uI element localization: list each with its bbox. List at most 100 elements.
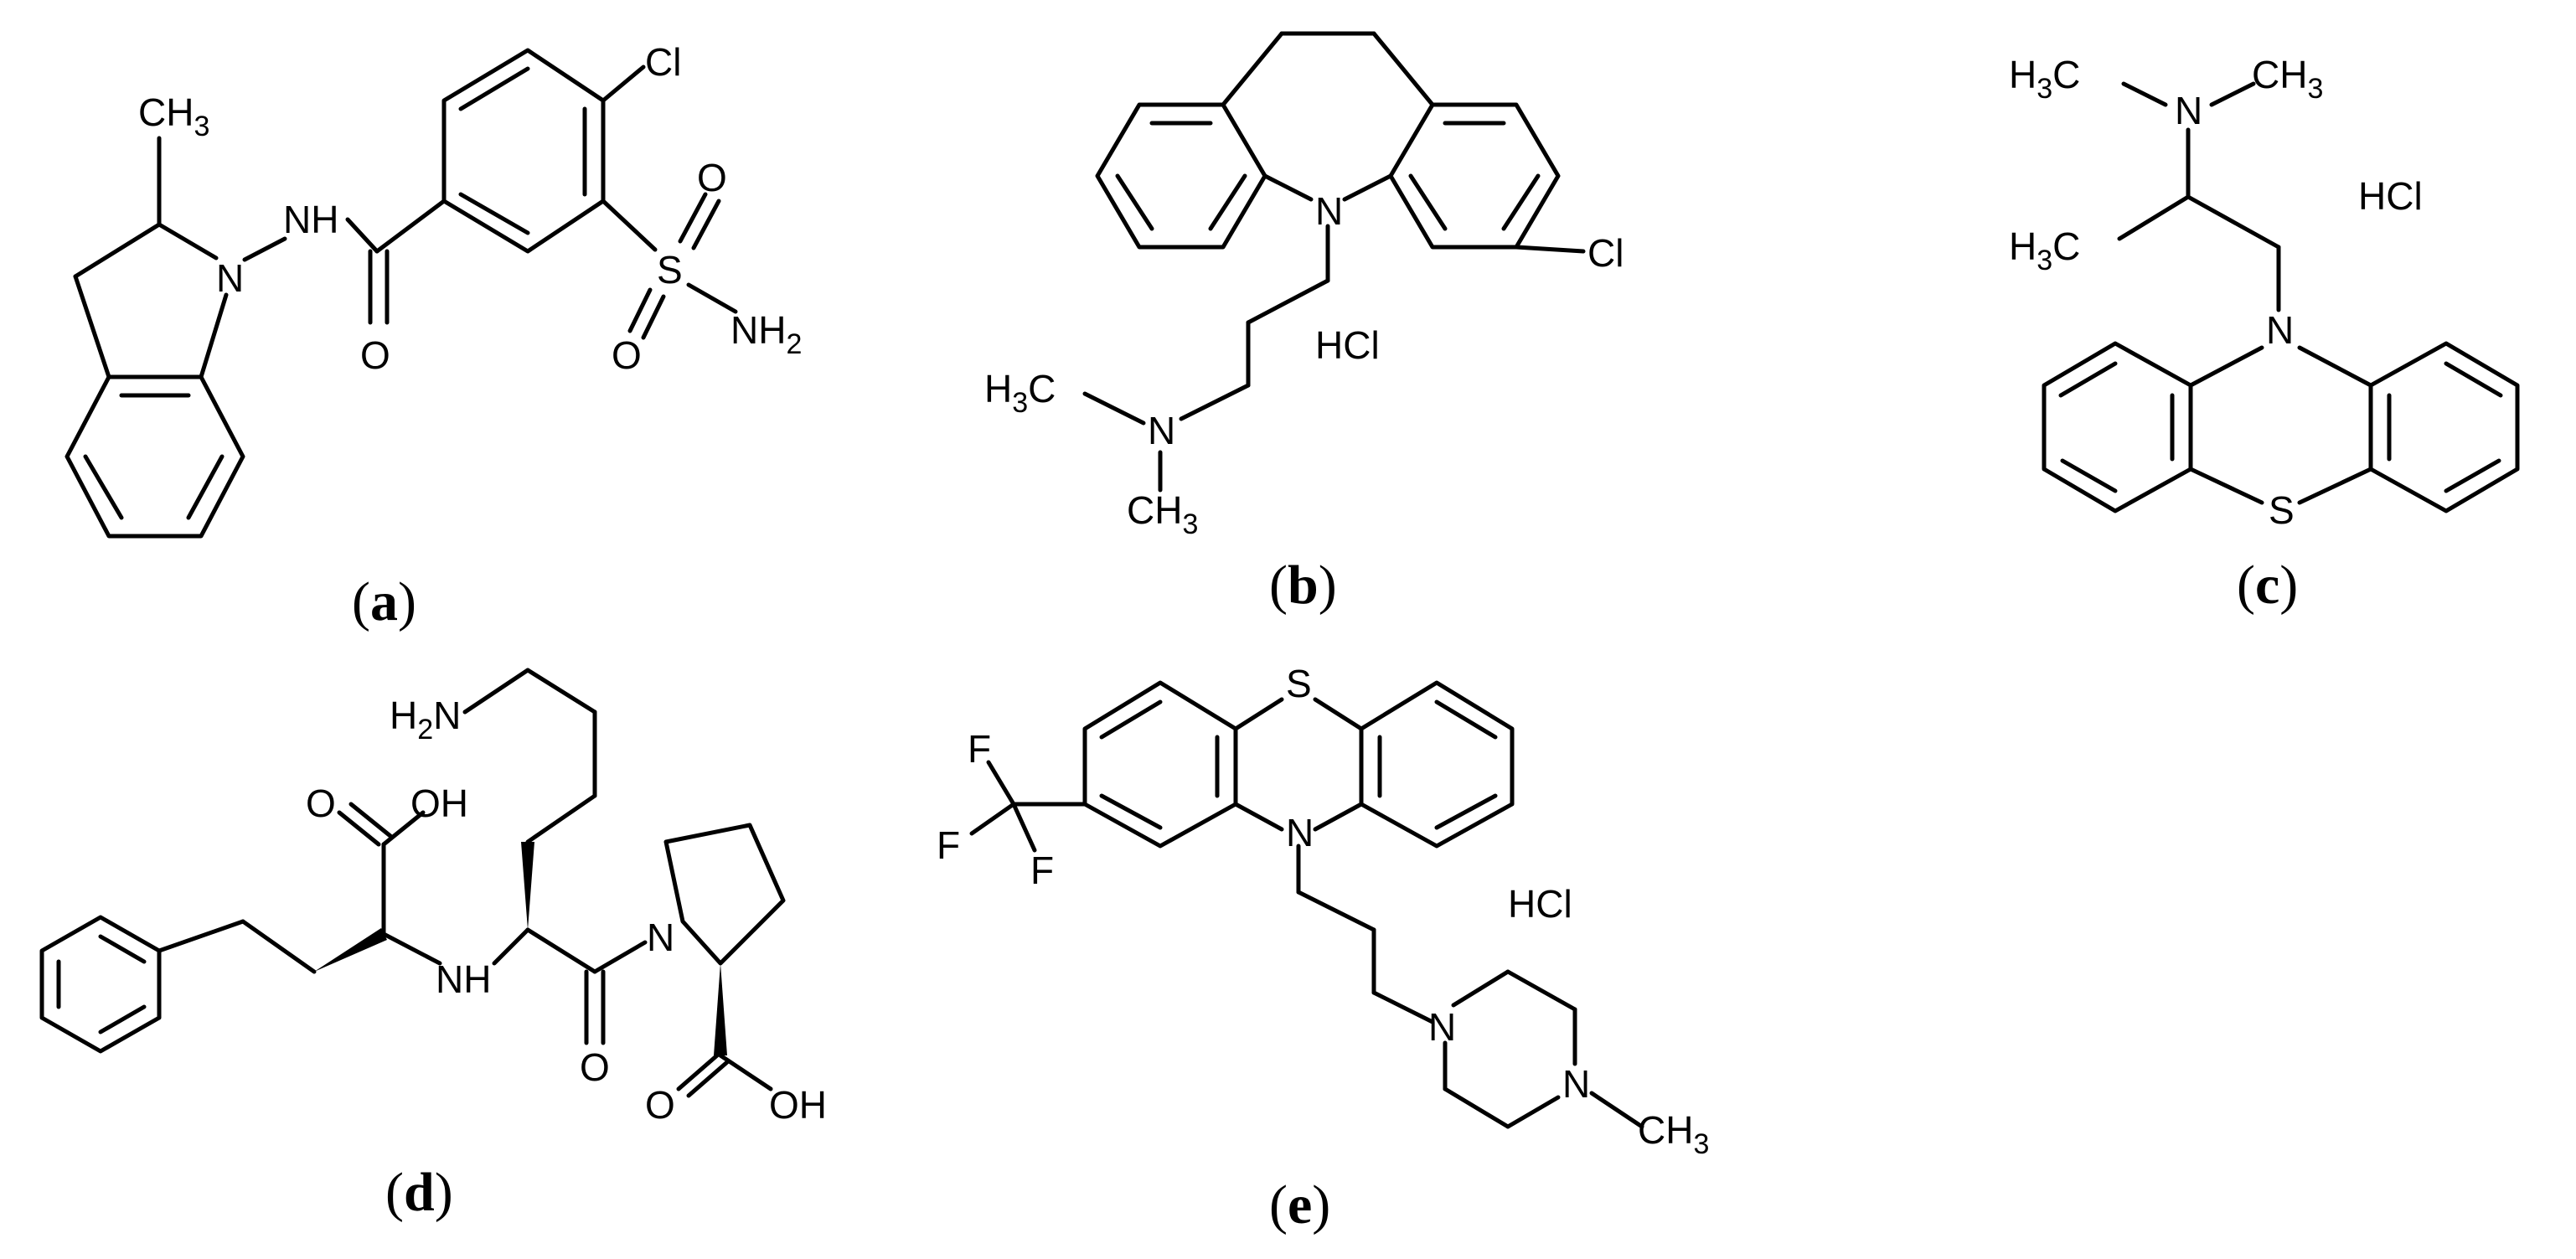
s-label: S [1286, 662, 1312, 705]
benzene-ring [1095, 102, 1267, 250]
aromatic-bond [1208, 173, 1247, 231]
stereo-wedge [714, 963, 727, 1055]
bond [492, 927, 530, 966]
aromatic-bond [1408, 173, 1448, 231]
bond [525, 793, 597, 844]
bond [2209, 81, 2256, 107]
bond [2297, 345, 2373, 388]
bond [1313, 802, 1364, 832]
bond [641, 294, 666, 340]
f-label: F [937, 823, 960, 867]
n-ring-label: N [2266, 308, 2294, 352]
cl-label: Cl [1587, 231, 1624, 275]
bond [1443, 1086, 1510, 1129]
bond [686, 1060, 730, 1098]
bond [686, 282, 738, 314]
n-amine-label: N [1148, 409, 1175, 452]
structure-b: N Cl HCl H3C N CH3 (b) [984, 31, 1624, 616]
benzene-ring [2368, 341, 2520, 513]
aromatic-bond [83, 454, 124, 520]
n-piperazine-label: N [1428, 1005, 1456, 1049]
bond [2121, 81, 2168, 107]
bond [1233, 802, 1284, 832]
bond [525, 927, 597, 974]
bond [242, 236, 287, 262]
nh-label: NH [283, 198, 338, 241]
acid-oh-bottom-label: OH [769, 1083, 827, 1127]
bond [1313, 697, 1364, 731]
bond [1371, 990, 1435, 1024]
amide-o-label: O [580, 1045, 610, 1089]
bond [1179, 383, 1251, 421]
structure-a: CH3 NH N Cl O S O O NH2 (a) [65, 40, 802, 632]
bond [2117, 194, 2191, 241]
benzene-ring [441, 48, 606, 254]
carbonyl-o-label: O [360, 333, 390, 377]
bond [2188, 345, 2264, 388]
benzene-ring [1388, 102, 1561, 250]
n-piperazine-label: N [1562, 1062, 1590, 1106]
bond [691, 199, 721, 250]
bond [969, 802, 1016, 836]
bond [627, 287, 653, 333]
bond [348, 802, 393, 838]
bond [601, 199, 658, 252]
bond [2188, 467, 2264, 505]
aromatic-bond [2058, 361, 2118, 398]
f-label: F [968, 727, 991, 771]
caption-b: (b) [1269, 555, 1337, 616]
bond [199, 292, 229, 379]
acid-oh-top-label: OH [410, 782, 468, 825]
h2n-label: H2N [390, 694, 461, 746]
caption-e: (e) [1269, 1174, 1330, 1236]
methyl-label: CH3 [138, 90, 209, 142]
caption-d: (d) [385, 1162, 453, 1223]
aromatic-bond [1099, 699, 1163, 740]
aromatic-bond [2444, 458, 2501, 493]
pyrrolidine-ring [663, 823, 786, 966]
acid-o-bottom-label: O [645, 1083, 675, 1127]
s-label: S [657, 248, 683, 292]
bond [1371, 31, 1435, 107]
aromatic-bond [1434, 699, 1498, 740]
acid-o-top-label: O [306, 782, 336, 825]
n-ring-label: N [1286, 811, 1314, 854]
aromatic-bond [186, 454, 225, 520]
bond [1505, 1095, 1561, 1129]
bond [601, 64, 646, 103]
aromatic-bond [458, 66, 530, 111]
structure-c: H3C N CH3 H3C HCl N S (c) [2009, 53, 2520, 616]
aromatic-bond [98, 934, 147, 964]
structure-e: S N F F F HCl N N CH3 (e) [937, 662, 1709, 1236]
bond [986, 760, 1016, 807]
bond [337, 810, 381, 847]
sulfonyl-o-bottom-label: O [612, 333, 642, 377]
bond [381, 931, 442, 966]
bond [2186, 194, 2281, 250]
n-proline-label: N [647, 916, 674, 959]
bond [1262, 173, 1314, 202]
bond [1505, 969, 1577, 1012]
aromatic-bond [1434, 793, 1498, 830]
bond [1082, 391, 1146, 426]
sulfonyl-o-top-label: O [697, 156, 727, 199]
aromatic-bond [2444, 361, 2503, 398]
aromatic-bond [2060, 458, 2118, 493]
benzene-ring [1082, 680, 1238, 849]
caption-c: (c) [2237, 555, 2298, 616]
aromatic-bond [98, 1004, 147, 1035]
hcl-label: HCl [2358, 174, 2423, 218]
bond [1246, 278, 1330, 325]
aromatic-bond [1099, 793, 1163, 830]
ch3-label: CH3 [1127, 488, 1198, 540]
ch3-right-label: CH3 [2252, 53, 2323, 105]
stereo-wedge [521, 842, 534, 930]
bond [2297, 467, 2373, 505]
bond [374, 199, 447, 254]
n-ring-label: N [216, 256, 244, 300]
nh2-label: NH2 [730, 308, 802, 360]
aromatic-bond [1501, 173, 1541, 231]
caption-a: (a) [352, 571, 416, 632]
bond [1514, 245, 1586, 254]
bond [592, 940, 648, 974]
